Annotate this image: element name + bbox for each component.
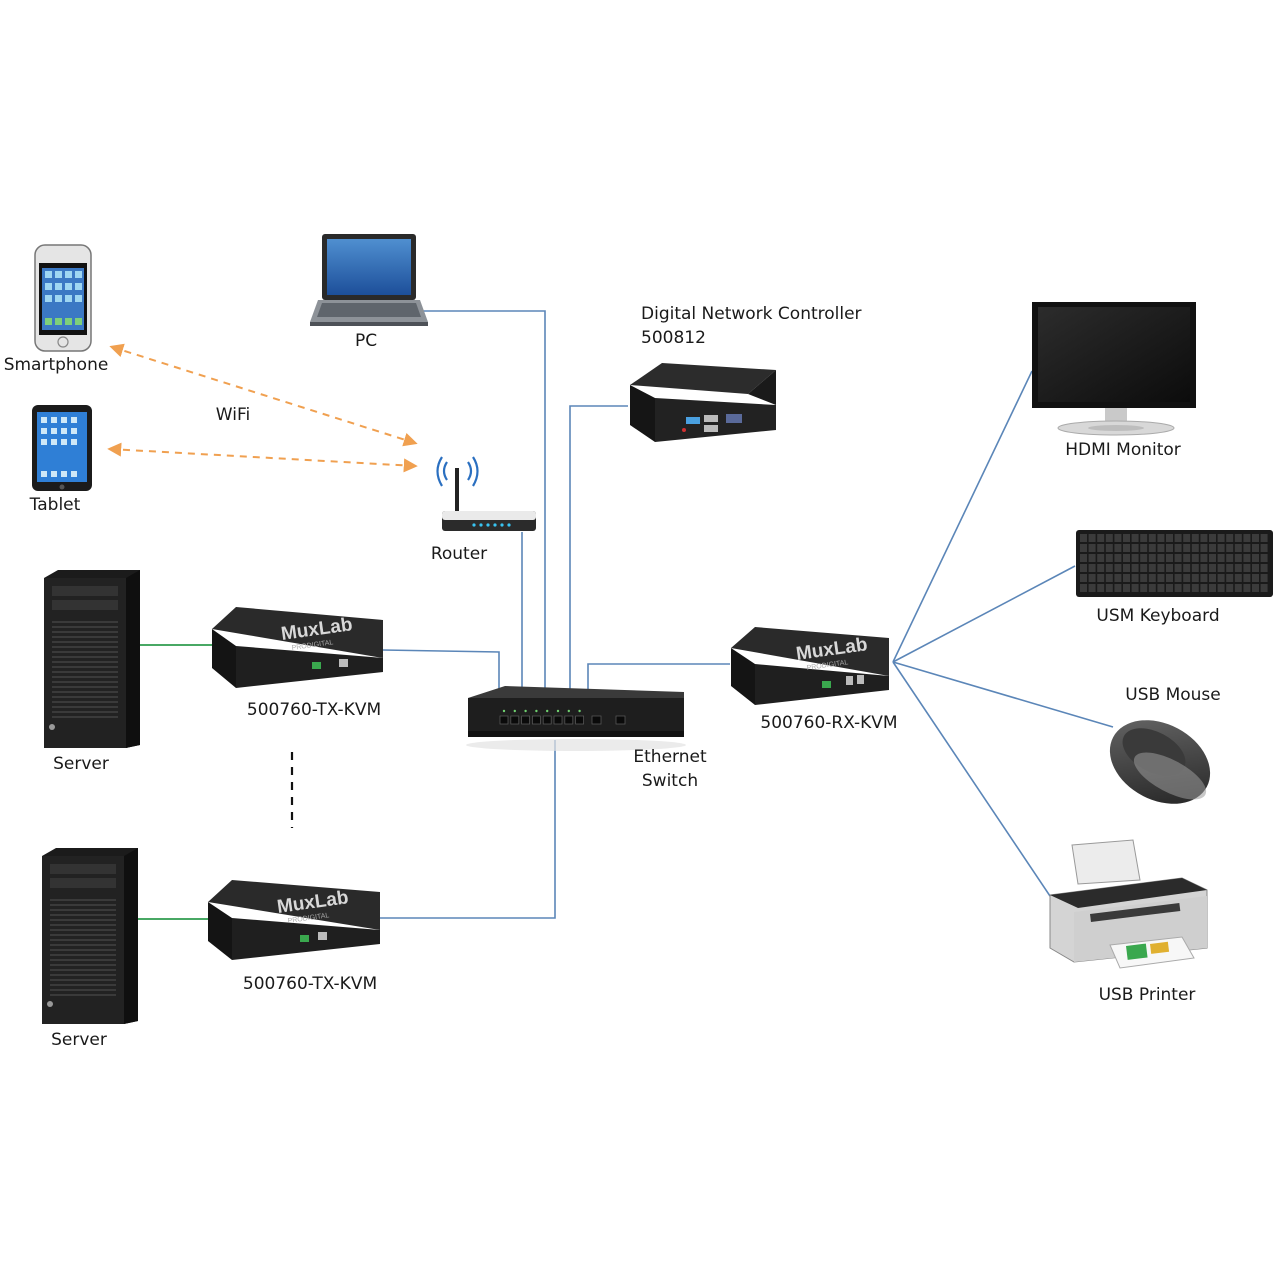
smartphone-label: Smartphone xyxy=(3,355,109,375)
laptop-icon xyxy=(310,234,428,326)
link-pc-switch xyxy=(420,310,546,722)
tablet-icon xyxy=(32,405,92,491)
link-rx-printer xyxy=(892,661,1051,897)
tx1-label: 500760-TX-KVM xyxy=(246,700,382,720)
wifi-label: WiFi xyxy=(215,405,251,425)
server-icon xyxy=(42,848,138,1024)
kvm-extender-icon: MuxLab PRODIGITAL xyxy=(212,607,383,688)
controller-icon xyxy=(630,363,776,442)
link-rx-mouse xyxy=(892,661,1114,728)
wifi-tablet-router xyxy=(107,442,418,473)
printer-icon xyxy=(1049,839,1208,969)
keyboard-label: USM Keyboard xyxy=(1096,606,1220,626)
pc-label: PC xyxy=(354,331,378,351)
smartphone-icon xyxy=(34,244,92,352)
kvm-extender-icon: MuxLab PRODIGITAL xyxy=(731,627,889,705)
router-icon xyxy=(436,456,536,531)
wifi-links xyxy=(107,343,418,473)
keyboard-icon xyxy=(1076,530,1273,597)
server-icon xyxy=(44,570,140,748)
mouse-icon xyxy=(1109,720,1211,804)
video-links xyxy=(138,644,212,920)
link-rx-monitor xyxy=(892,370,1033,663)
controller-model-label: 500812 xyxy=(641,328,706,348)
link-rx-keyboard xyxy=(892,565,1076,663)
tx2-label: 500760-TX-KVM xyxy=(242,974,378,994)
rx-label: 500760-RX-KVM xyxy=(760,713,898,733)
kvm-extender-icon: MuxLab PRODIGITAL xyxy=(208,880,380,960)
monitor-icon xyxy=(1032,302,1196,436)
mouse-label: USB Mouse xyxy=(1125,685,1221,705)
link-controller-switch xyxy=(569,405,628,722)
wifi-smartphone-router xyxy=(109,343,418,447)
controller-label: Digital Network Controller xyxy=(641,304,862,324)
router-label: Router xyxy=(430,544,488,564)
printer-label: USB Printer xyxy=(1098,985,1196,1005)
switch-label-line2: Switch xyxy=(641,771,699,791)
switch-icon xyxy=(466,686,686,751)
server1-label: Server xyxy=(53,754,109,774)
tablet-label: Tablet xyxy=(29,495,81,515)
switch-label: Ethernet xyxy=(633,747,707,767)
link-tx2-switch xyxy=(380,740,556,919)
network-links xyxy=(380,310,1114,919)
monitor-label: HDMI Monitor xyxy=(1065,440,1181,460)
server2-label: Server xyxy=(51,1030,107,1050)
